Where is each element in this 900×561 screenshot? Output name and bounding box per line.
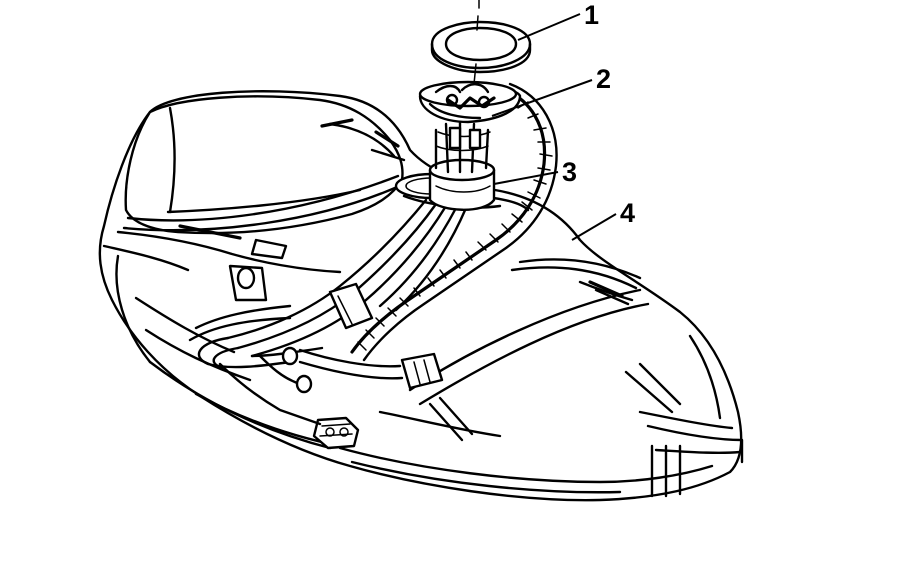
seal-ring — [430, 0, 532, 85]
callout-1: 1 — [517, 0, 599, 41]
callout-label-2: 2 — [596, 64, 611, 94]
callout-label-1: 1 — [584, 0, 599, 30]
fuel-pump-module — [428, 120, 496, 211]
callout-4: 4 — [571, 198, 635, 241]
callout-3: 3 — [493, 157, 577, 187]
callout-label-4: 4 — [620, 198, 635, 228]
callout-label-3: 3 — [562, 157, 577, 187]
fuel-tank — [98, 90, 744, 502]
tank-rear-hump — [124, 95, 404, 235]
line-fitting — [400, 352, 444, 390]
bottom-connector — [312, 416, 360, 450]
pump-flange — [418, 80, 522, 124]
line-clip — [328, 282, 374, 330]
fuel-lines-harness — [188, 82, 558, 426]
callout-2: 2 — [491, 64, 611, 117]
